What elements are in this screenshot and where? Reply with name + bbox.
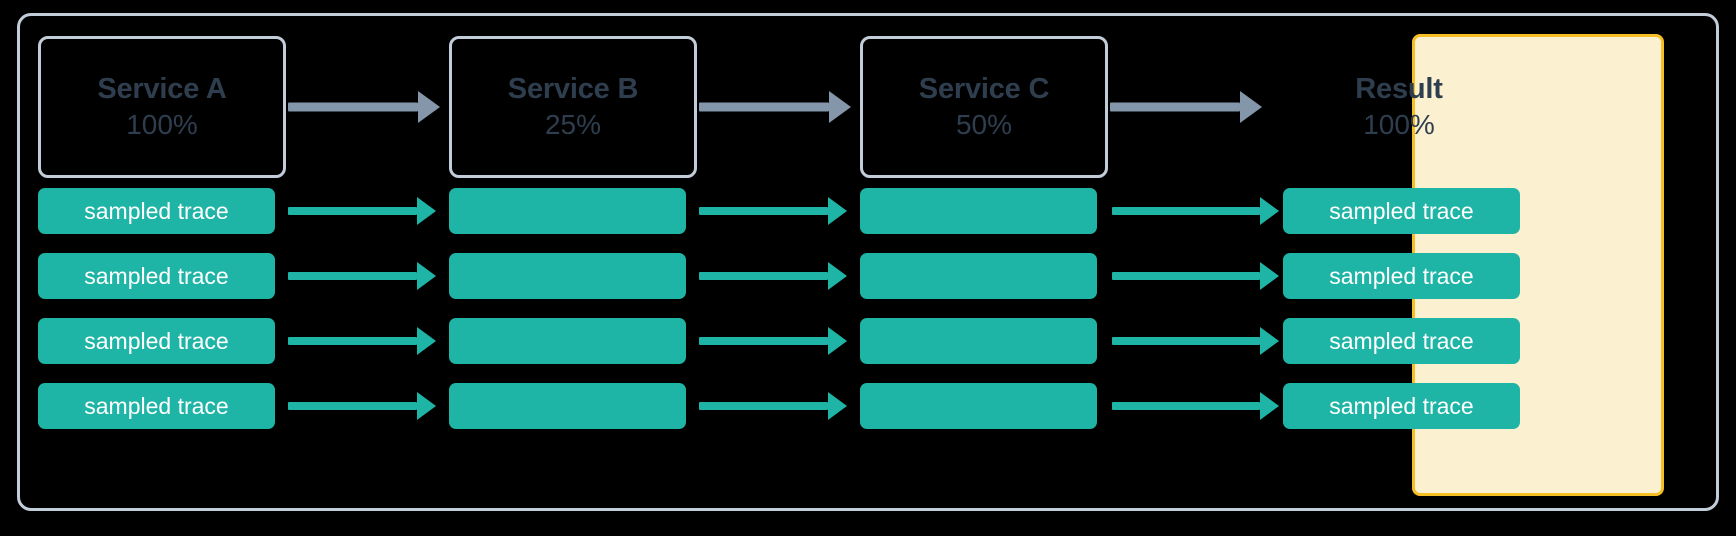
trace-bar: sampled trace [38, 318, 275, 364]
service-box-a: Service A 100% [38, 36, 286, 178]
trace-bar: sampled trace [1283, 188, 1520, 234]
service-name: Service B [507, 72, 639, 105]
trace-bar: sampled trace [38, 188, 275, 234]
service-box-c: Service C 50% [860, 36, 1108, 178]
trace-bar: sampled trace [1283, 318, 1520, 364]
trace-bar: sampled trace [1283, 383, 1520, 429]
trace-bar [860, 188, 1097, 234]
trace-bar [860, 383, 1097, 429]
service-percent: 100% [1363, 108, 1435, 140]
outer-container [17, 13, 1719, 511]
trace-bar [449, 253, 686, 299]
service-percent: 25% [544, 108, 602, 140]
service-percent: 50% [955, 108, 1013, 140]
trace-bar [449, 188, 686, 234]
trace-bar [860, 318, 1097, 364]
service-box-result: Result 100% [1275, 36, 1523, 178]
service-box-b: Service B 25% [449, 36, 697, 178]
trace-bar [860, 253, 1097, 299]
trace-bar: sampled trace [1283, 253, 1520, 299]
trace-bar [449, 318, 686, 364]
service-name: Service C [918, 72, 1050, 105]
service-name: Service A [97, 72, 227, 105]
trace-bar [449, 383, 686, 429]
trace-bar: sampled trace [38, 383, 275, 429]
service-name: Result [1355, 72, 1443, 105]
service-percent: 100% [126, 108, 198, 140]
trace-bar: sampled trace [38, 253, 275, 299]
